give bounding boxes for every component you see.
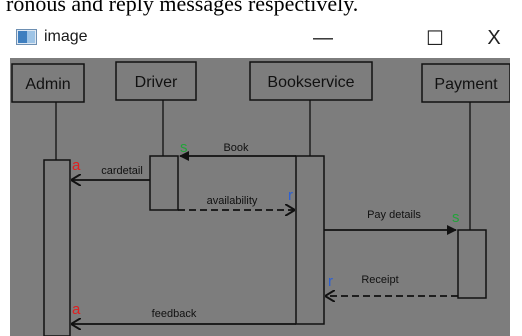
message-label-pay-details: Pay details [367,209,421,221]
tag-r-receipt: r [328,273,333,290]
image-app-icon [16,29,37,45]
activation-payment [457,229,487,299]
tag-s-pay-details: s [452,209,460,226]
minimize-button[interactable]: — [313,26,333,49]
image-canvas: Admin Driver Bookservice Payment Book s [10,58,510,336]
window-title: image [44,28,88,45]
window-titlebar: image — ☐ X [0,18,522,58]
tag-a-feedback: a [72,301,81,318]
activation-bookservice [295,155,325,325]
message-label-cardetail: cardetail [101,165,143,177]
actor-label-admin: Admin [25,76,70,93]
message-label-feedback: feedback [152,308,197,320]
tag-s-book: s [180,139,188,156]
tag-r-availability: r [288,187,293,204]
activation-driver [149,155,179,211]
close-button[interactable]: X [487,26,501,49]
tag-a-cardetail: a [72,157,81,174]
actor-payment: Payment [421,63,510,103]
caption-strip: ronous and reply messages respectively. [0,0,522,18]
message-label-availability: availability [207,195,258,207]
actor-bookservice: Bookservice [249,61,373,101]
message-label-book: Book [223,142,249,154]
maximize-button[interactable]: ☐ [426,27,444,50]
actor-label-driver: Driver [135,74,178,91]
message-label-receipt: Receipt [361,274,398,286]
actor-admin: Admin [11,63,85,103]
actor-label-payment: Payment [434,76,498,93]
actor-driver: Driver [115,61,197,101]
actor-label-bookservice: Bookservice [267,74,354,91]
activation-admin [43,159,71,336]
caption-text: ronous and reply messages respectively. [6,0,359,16]
sequence-diagram: Admin Driver Bookservice Payment Book s [11,61,510,336]
